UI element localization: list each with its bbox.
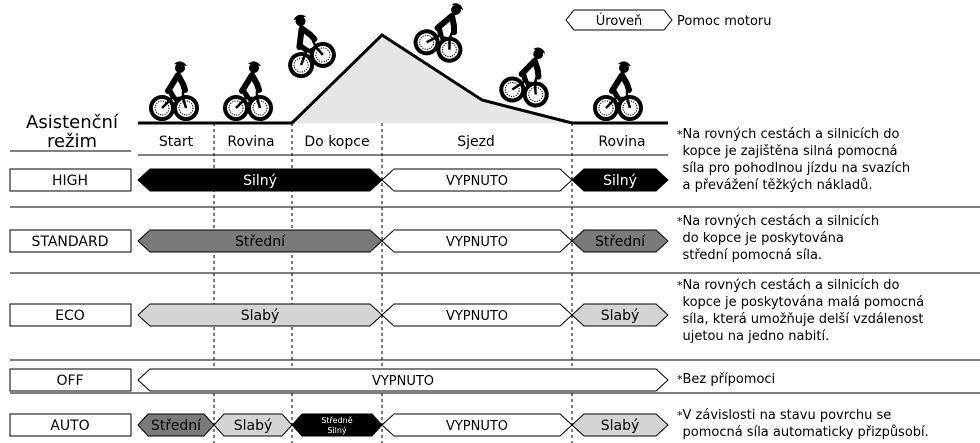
assist-legend-label: Pomoc motoru (677, 14, 771, 29)
assist-bar-high-strong-2 (571, 168, 669, 192)
terrain-label-flat-2: Rovina (598, 134, 645, 150)
rider-icon-flat-2 (595, 61, 641, 119)
assist-label-off: VYPNUTO (372, 374, 434, 389)
terrain-label-start: Start (159, 134, 194, 150)
assist-label-standard-medium: Střední (235, 234, 286, 250)
mode-label-high: HIGH (52, 173, 88, 189)
assist-label-high-strong-2: Silný (603, 173, 637, 189)
mode-label-eco: ECO (55, 308, 85, 324)
assist-label-auto-weak: Slabý (234, 418, 273, 434)
rider-icon-descent-2 (499, 42, 556, 108)
header-title-line1: Asistenční (26, 112, 119, 133)
terrain-label-uphill: Do kopce (304, 134, 369, 150)
terrain-label-flat: Rovina (227, 134, 274, 150)
assist-label-auto-medium: Střední (151, 418, 202, 434)
mode-label-off: OFF (56, 373, 83, 389)
mode-box-auto (9, 413, 132, 437)
assist-bar-off (137, 368, 669, 392)
rider-icon-flat (225, 61, 271, 119)
assist-label-high-off: VYPNUTO (446, 174, 508, 189)
assist-label-standard-medium-2: Střední (595, 234, 646, 250)
hill-shape (292, 35, 572, 123)
assist-label-auto-off: VYPNUTO (446, 419, 508, 434)
rider-icon-descent-1 (413, 0, 475, 64)
header-title-line2: režim (47, 131, 97, 152)
assist-bar-eco-weak-2 (571, 303, 669, 327)
assist-label-high-strong: Silný (243, 173, 277, 189)
mode-box-off (9, 368, 132, 392)
mode-box-high (9, 168, 132, 192)
rider-icon-climb (271, 8, 337, 80)
assist-bar-standard-medium-2 (571, 229, 669, 253)
rider-icon-start (151, 61, 197, 119)
assist-label-auto-medium-strong-2: Silný (327, 426, 347, 435)
level-legend-shape (565, 9, 673, 31)
mode-label-standard: STANDARD (31, 234, 108, 250)
assist-label-eco-weak: Slabý (241, 308, 280, 324)
mode-label-auto: AUTO (50, 418, 89, 434)
assist-label-eco-weak-2: Slabý (601, 308, 640, 324)
assist-bar-auto-weak-2 (571, 413, 669, 437)
assist-label-standard-off: VYPNUTO (446, 235, 508, 250)
mode-box-standard (9, 229, 132, 253)
mode-box-eco (9, 303, 132, 327)
assist-label-auto-weak-2: Slabý (601, 418, 640, 434)
assist-label-eco-off: VYPNUTO (446, 309, 508, 324)
level-legend-label: Úroveň (596, 13, 642, 29)
assist-label-auto-medium-strong-1: Středně (321, 416, 352, 425)
terrain-label-downhill: Sjezd (457, 134, 495, 150)
terrain-line (138, 33, 668, 125)
note-off: * Bez přípomoci (677, 372, 776, 387)
